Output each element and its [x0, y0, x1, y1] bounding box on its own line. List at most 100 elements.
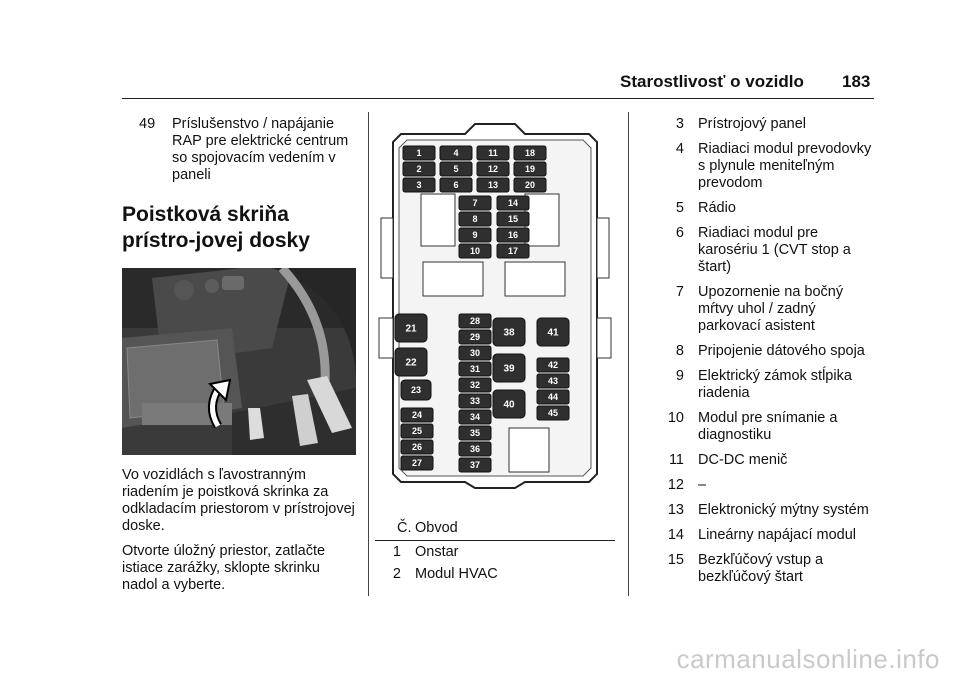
- table-header: Č. Obvod: [375, 520, 615, 541]
- table-row: 2 Modul HVAC: [375, 563, 615, 585]
- fuse-23: 23: [400, 379, 432, 401]
- fuse-41: 41: [536, 317, 570, 347]
- fuse-15: 15: [496, 211, 530, 227]
- fuse-label: 41: [547, 328, 559, 339]
- fuse-label: 30: [470, 348, 480, 358]
- item-text: Lineárny napájací modul: [698, 527, 856, 543]
- row-name: Modul HVAC: [415, 566, 498, 582]
- item-text: Pripojenie dátového spoja: [698, 343, 865, 359]
- fuse-label: 39: [503, 364, 515, 375]
- fuse-label: 19: [525, 164, 535, 174]
- header-name: Obvod: [415, 520, 458, 536]
- fuse-24: 24: [400, 407, 434, 423]
- section-title: Poistková skriňa prístro-jovej dosky: [122, 203, 310, 252]
- item-number: 8: [675, 343, 684, 359]
- fuse-label: 45: [548, 408, 558, 418]
- fuse-label: 9: [472, 230, 477, 240]
- fuse-21: 21: [394, 313, 428, 343]
- list-item: 49 Príslušenstvo / napájanie RAP pre ele…: [122, 116, 356, 184]
- fuse-label: 25: [412, 426, 422, 436]
- fuse-43: 43: [536, 373, 570, 389]
- fuse-label: 29: [470, 332, 480, 342]
- page-number: 183: [842, 72, 871, 91]
- fuse-40: 40: [492, 389, 526, 419]
- item-number: 5: [675, 200, 684, 216]
- column-divider-left: [368, 112, 369, 596]
- fuse-7: 7: [458, 195, 492, 211]
- list-item: 8 Pripojenie dátového spoja: [640, 343, 880, 360]
- fuse-9: 9: [458, 227, 492, 243]
- fuse-39: 39: [492, 353, 526, 383]
- fuse-16: 16: [496, 227, 530, 243]
- list-item: 14 Lineárny napájací modul: [640, 527, 880, 544]
- fuse-label: 18: [525, 148, 535, 158]
- fuse-label: 44: [548, 392, 558, 402]
- circuit-table: Č. Obvod 1 Onstar 2 Modul HVAC: [375, 520, 615, 585]
- item-text: Prístrojový panel: [698, 116, 806, 132]
- fuse-label: 13: [488, 180, 498, 190]
- fuse-32: 32: [458, 377, 492, 393]
- item-text: –: [698, 477, 707, 493]
- fuse-34: 34: [458, 409, 492, 425]
- fuse-label: 14: [508, 198, 518, 208]
- fuse-label: 37: [470, 460, 480, 470]
- fuse-label: 28: [470, 316, 480, 326]
- fuse-18: 18: [513, 145, 547, 161]
- fuse-label: 16: [508, 230, 518, 240]
- row-num: 2: [392, 566, 401, 582]
- item-number: 6: [675, 225, 684, 241]
- row-name: Onstar: [415, 544, 459, 560]
- fuse-label: 32: [470, 380, 480, 390]
- fuse-label: 40: [503, 400, 515, 411]
- fuse-label: 27: [412, 458, 422, 468]
- item-text: Modul pre snímanie a diagnostiku: [698, 410, 838, 443]
- item-number: 14: [667, 527, 684, 543]
- fuse-label: 24: [412, 410, 422, 420]
- fuse-1: 1: [402, 145, 436, 161]
- fuse-label: 26: [412, 442, 422, 452]
- fuse-label: 7: [472, 198, 477, 208]
- item-text: DC-DC menič: [698, 452, 788, 468]
- fuse-label: 15: [508, 214, 518, 224]
- fuse-14: 14: [496, 195, 530, 211]
- fuse-box-svg: 1234561112131819207891014151617212223242…: [378, 123, 612, 489]
- item-text: Elektronický mýtny systém: [698, 502, 869, 518]
- fuse-44: 44: [536, 389, 570, 405]
- fuse-label: 34: [470, 412, 480, 422]
- fuse-10: 10: [458, 243, 492, 259]
- fuse-label: 31: [470, 364, 480, 374]
- fuse-label: 36: [470, 444, 480, 454]
- fuse-31: 31: [458, 361, 492, 377]
- fuse-label: 12: [488, 164, 498, 174]
- fuse-label: 35: [470, 428, 480, 438]
- fuse-label: 42: [548, 360, 558, 370]
- item-text: Riadiaci modul prevodovky s plynule meni…: [698, 141, 872, 191]
- list-item: 12–: [640, 477, 880, 494]
- fuse-11: 11: [476, 145, 510, 161]
- fuse-17: 17: [496, 243, 530, 259]
- fuse-26: 26: [400, 439, 434, 455]
- fuse-label: 3: [416, 180, 421, 190]
- paragraph-location: Vo vozidlách s ľavostranným riadením je …: [122, 467, 355, 534]
- fuse-label: 22: [405, 358, 417, 369]
- fuse-45: 45: [536, 405, 570, 421]
- item-number: 9: [675, 368, 684, 384]
- fuse-37: 37: [458, 457, 492, 473]
- fuse-33: 33: [458, 393, 492, 409]
- fuse-4: 4: [439, 145, 473, 161]
- fuse-19: 19: [513, 161, 547, 177]
- item-text: Príslušenstvo / napájanie RAP pre elektr…: [172, 116, 349, 183]
- fuse-label: 4: [453, 148, 458, 158]
- header-rule: [122, 98, 874, 99]
- fuse-42: 42: [536, 357, 570, 373]
- item-number: 3: [675, 116, 684, 132]
- item-text: Bezkľúčový vstup a bezkľúčový štart: [698, 552, 824, 585]
- fuse-5: 5: [439, 161, 473, 177]
- fuse-label: 38: [503, 328, 515, 339]
- page-header-title: Starostlivosť o vozidlo: [620, 72, 804, 91]
